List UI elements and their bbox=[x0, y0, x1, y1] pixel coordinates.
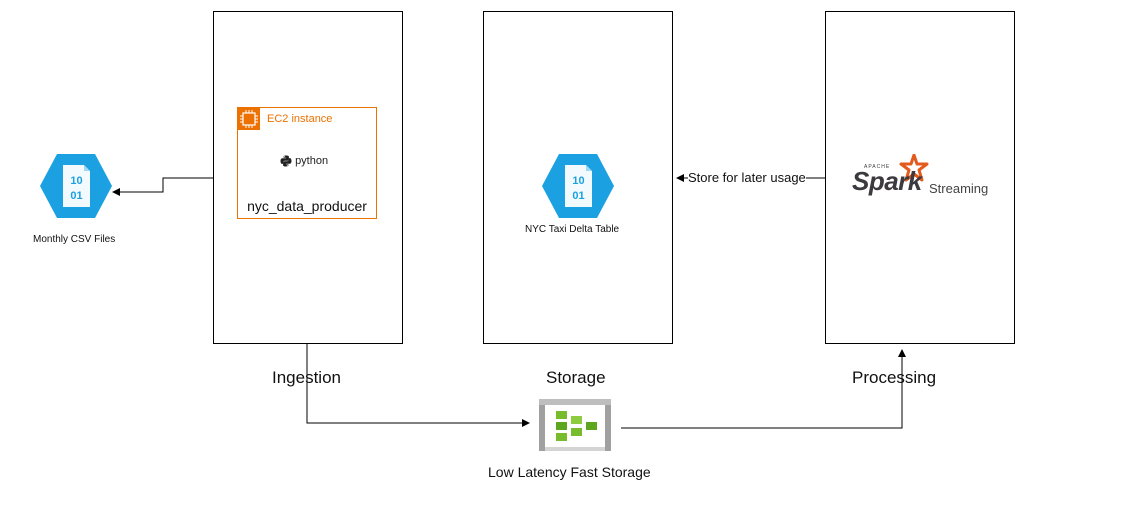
ec2-chip-icon bbox=[238, 108, 260, 130]
svg-text:01: 01 bbox=[70, 190, 82, 202]
csv-files-label: Monthly CSV Files bbox=[33, 234, 116, 245]
data-file-icon: 10 01 bbox=[39, 153, 113, 224]
ingestion-section-label: Ingestion bbox=[272, 368, 341, 387]
event-hub-icon bbox=[529, 395, 621, 460]
edge-producer-to-csv bbox=[112, 177, 213, 196]
processing-section-label: Processing bbox=[852, 368, 937, 387]
delta-table-label: NYC Taxi Delta Table bbox=[525, 224, 620, 235]
svg-text:01: 01 bbox=[572, 190, 584, 202]
spark-wordmark: Spark bbox=[852, 166, 922, 196]
producer-name: nyc_data_producer bbox=[247, 198, 367, 214]
svg-text:10: 10 bbox=[572, 175, 584, 187]
spark-apache-text: APACHE bbox=[864, 164, 891, 170]
ec2-title: EC2 instance bbox=[267, 113, 333, 125]
python-logo: python bbox=[280, 155, 328, 167]
storage-section-label: Storage bbox=[546, 368, 606, 387]
spark-streaming-text: Streaming bbox=[929, 181, 989, 196]
ec2-instance-group: EC2 instance python nyc_data_producer bbox=[237, 107, 377, 219]
store-for-later-label: Store for later usage bbox=[688, 170, 806, 185]
spark-star-icon bbox=[899, 154, 929, 182]
edge-ingestion-to-fast-storage bbox=[306, 344, 530, 427]
data-file-icon: 10 01 bbox=[541, 153, 615, 224]
fast-storage-label: Low Latency Fast Storage bbox=[488, 464, 651, 480]
svg-text:10: 10 bbox=[70, 175, 82, 187]
edge-fast-storage-to-processing bbox=[621, 349, 906, 429]
python-label: python bbox=[295, 155, 329, 167]
python-icon bbox=[280, 155, 292, 167]
